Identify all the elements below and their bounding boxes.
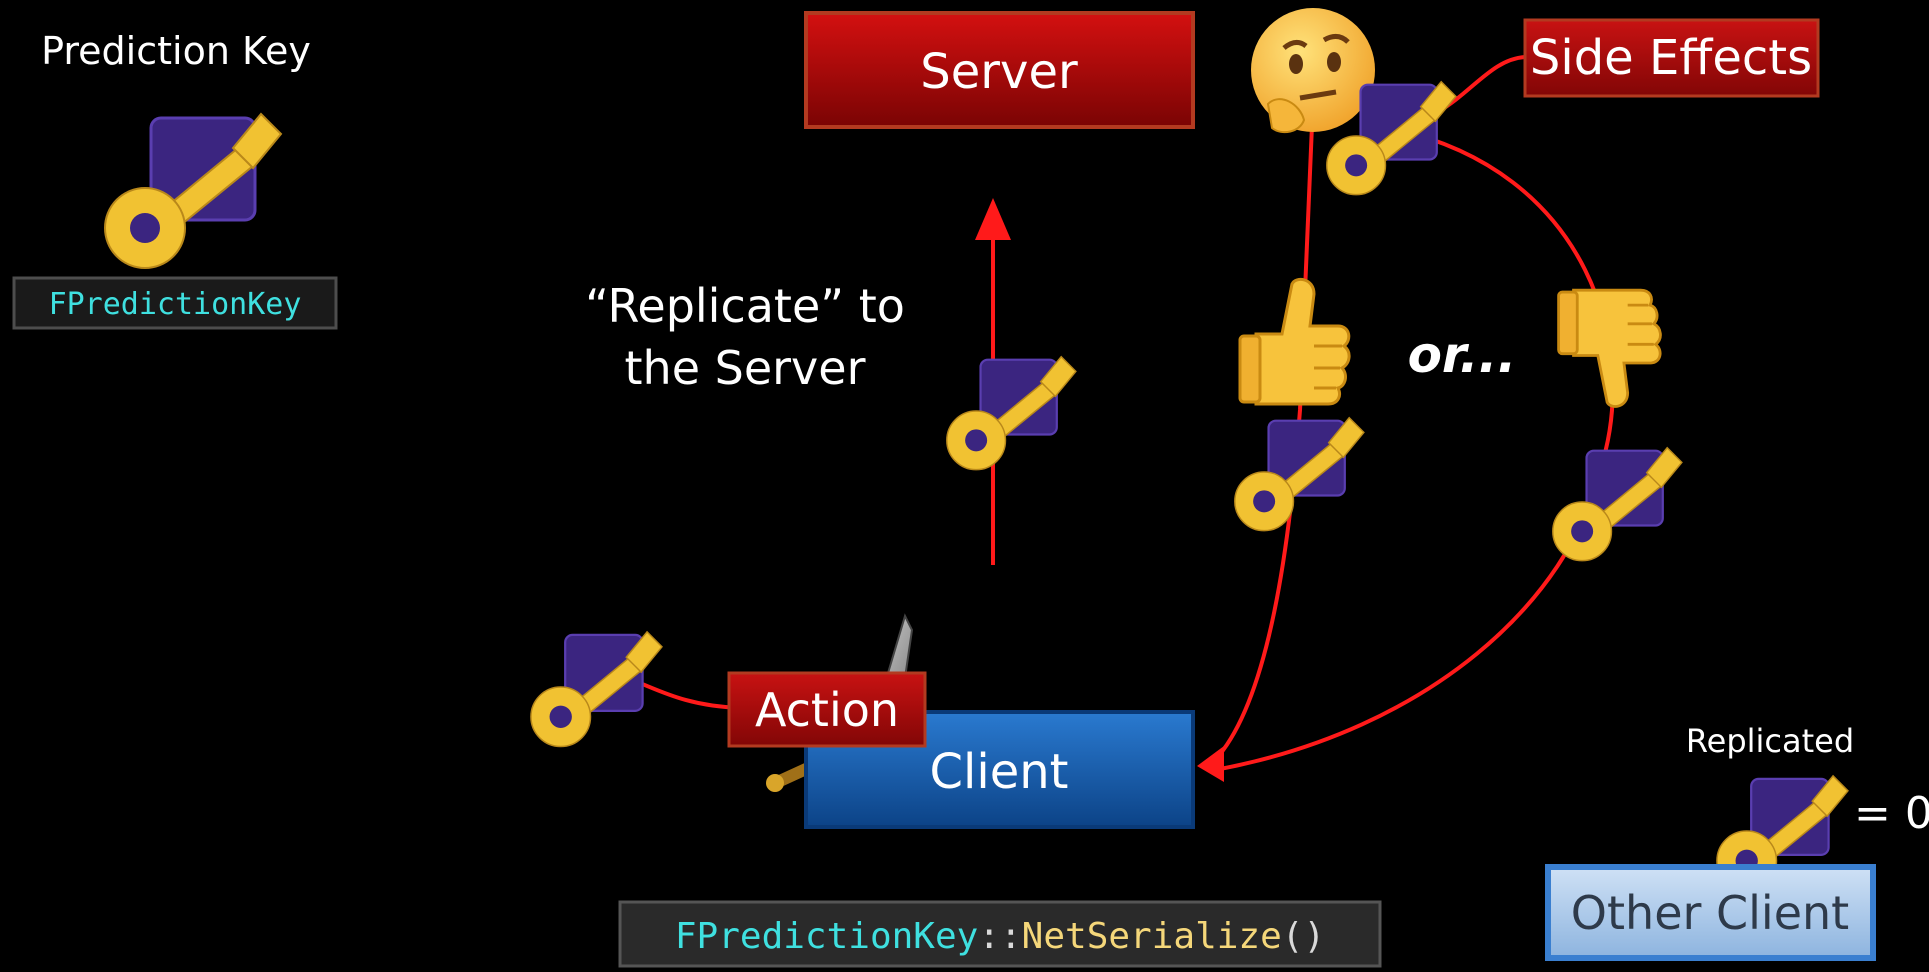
server-box	[804, 11, 1195, 129]
legend-key-icon	[103, 112, 283, 270]
or-label: or...	[1408, 326, 1517, 384]
client-label: Client	[930, 744, 1069, 800]
replicated-label: Replicated	[1686, 722, 1854, 760]
code-separator: ::	[978, 916, 1021, 957]
other-client-box	[1545, 864, 1876, 961]
client-arrow-head	[1197, 746, 1224, 782]
thinking-face-icon	[1251, 8, 1375, 134]
code-parens: ()	[1282, 916, 1325, 957]
rejected-key-icon	[1551, 446, 1683, 562]
other-client-label: Other Client	[1571, 886, 1849, 940]
code-box	[618, 900, 1382, 968]
legend-type-label: FPredictionKey	[49, 287, 302, 322]
accepted-key-icon	[1233, 416, 1365, 532]
replicate-text-line1: “Replicate” to	[585, 279, 905, 333]
legend-type-box	[12, 276, 338, 330]
side-effects-box	[1523, 18, 1820, 98]
code-method: NetSerialize	[1022, 916, 1282, 957]
thumbs-up-icon	[1238, 277, 1351, 406]
server-label: Server	[920, 44, 1078, 100]
replicate-text-line2: the Server	[625, 341, 866, 395]
action-key-icon	[529, 630, 664, 748]
connector-lines	[591, 55, 1615, 772]
replicating-key-icon	[945, 355, 1077, 471]
equals-zero-label: = 0	[1854, 788, 1929, 839]
action-box	[727, 671, 927, 748]
action-label: Action	[755, 683, 899, 737]
replicate-arrow-head	[975, 198, 1011, 240]
code-class: FPredictionKey	[675, 916, 978, 957]
side-effects-label: Side Effects	[1530, 30, 1812, 86]
legend-title: Prediction Key	[41, 29, 311, 73]
code-snippet: FPredictionKey::NetSerialize()	[675, 916, 1325, 957]
thumbs-down-icon	[1557, 288, 1662, 408]
